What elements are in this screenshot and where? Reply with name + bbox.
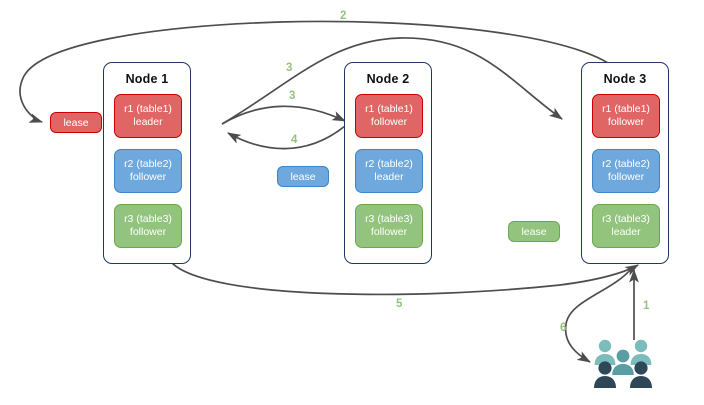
replica-range-label: r1 (table1) (124, 103, 172, 115)
edge-label-6: 6 (560, 322, 567, 334)
replica-n2r1[interactable]: r1 (table1) follower (355, 94, 423, 138)
edge-label-4: 4 (291, 134, 298, 146)
replica-range-label: r3 (table3) (124, 213, 172, 225)
replica-role-label: follower (607, 171, 645, 183)
replica-range-label: r2 (table2) (124, 158, 172, 170)
replica-role-label: follower (370, 116, 408, 128)
replica-role-label: follower (370, 226, 408, 238)
replica-range-label: r3 (table3) (365, 213, 413, 225)
users-group-icon (594, 339, 652, 388)
lease-badge-r1[interactable]: lease (50, 112, 102, 133)
replica-n3r1[interactable]: r1 (table1) follower (592, 94, 660, 138)
edge-label-3a: 3 (286, 62, 293, 74)
replica-role-label: follower (129, 226, 167, 238)
node-container-node1[interactable]: Node 1 r1 (table1) leader r2 (table2) fo… (103, 62, 191, 264)
node-container-node3[interactable]: Node 3 r1 (table1) follower r2 (table2) … (581, 62, 669, 264)
replica-n3r3[interactable]: r3 (table3) leader (592, 204, 660, 248)
edge-label-1: 1 (643, 300, 650, 312)
node-container-node2[interactable]: Node 2 r1 (table1) follower r2 (table2) … (344, 62, 432, 264)
lease-label: lease (63, 116, 89, 129)
replica-range-label: r3 (table3) (602, 213, 650, 225)
edge-3-node1-to-node2 (221, 105, 346, 125)
replica-range-label: r2 (table2) (602, 158, 650, 170)
lease-badge-r3[interactable]: lease (508, 221, 560, 242)
replica-role-label: leader (374, 171, 404, 183)
replica-role-label: follower (129, 171, 167, 183)
edge-4-node2-to-node1 (227, 125, 346, 150)
edge-label-2: 2 (340, 10, 347, 22)
edge-label-5: 5 (396, 298, 403, 310)
replica-range-label: r1 (table1) (602, 103, 650, 115)
node-title: Node 1 (125, 72, 169, 86)
edge-label-3b: 3 (289, 90, 296, 102)
replica-range-label: r1 (table1) (365, 103, 413, 115)
replica-n3r2[interactable]: r2 (table2) follower (592, 149, 660, 193)
replica-n1r1[interactable]: r1 (table1) leader (114, 94, 182, 138)
replica-role-label: leader (611, 226, 641, 238)
lease-badge-r2[interactable]: lease (277, 166, 329, 187)
replica-range-label: r2 (table2) (365, 158, 413, 170)
replica-n2r2[interactable]: r2 (table2) leader (355, 149, 423, 193)
lease-label: lease (290, 170, 316, 183)
replica-n2r3[interactable]: r3 (table3) follower (355, 204, 423, 248)
lease-label: lease (521, 225, 547, 238)
replica-role-label: follower (607, 116, 645, 128)
replica-n1r2[interactable]: r2 (table2) follower (114, 149, 182, 193)
node-title: Node 2 (366, 72, 410, 86)
node-title: Node 3 (603, 72, 647, 86)
edge-5-node1-to-node3 (171, 262, 639, 296)
replica-role-label: leader (133, 116, 163, 128)
replica-n1r3[interactable]: r3 (table3) follower (114, 204, 182, 248)
